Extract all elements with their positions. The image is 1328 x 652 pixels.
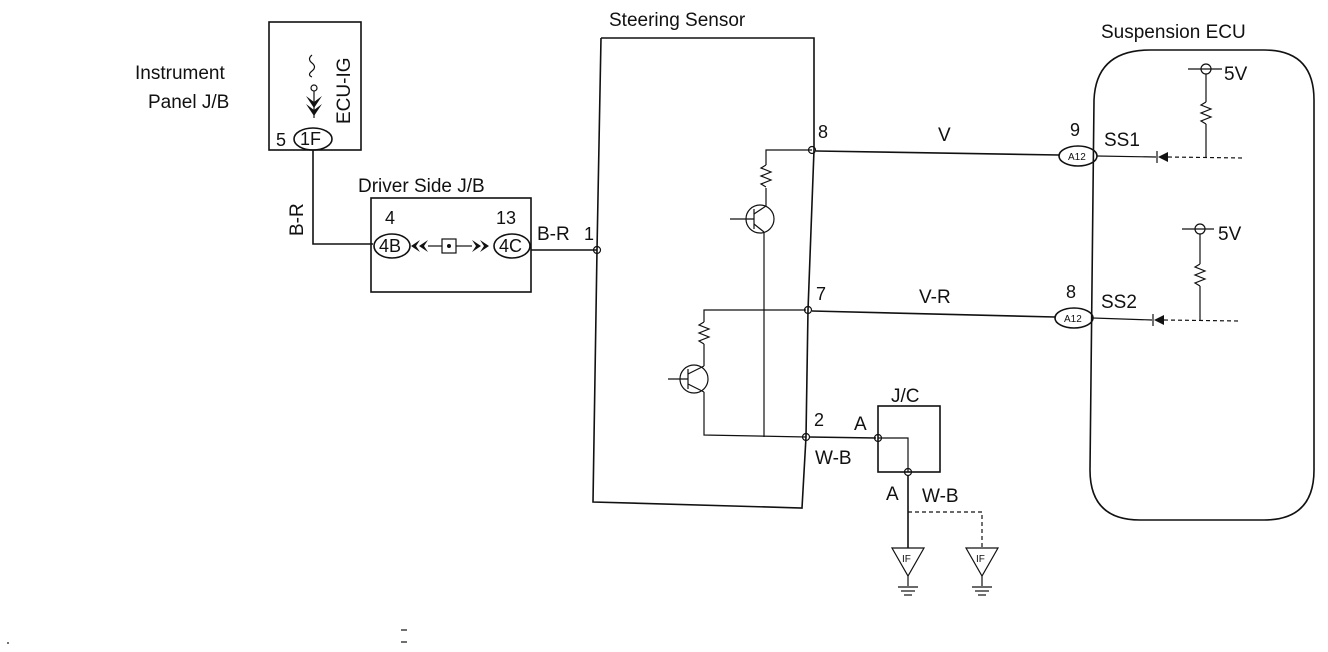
ecu-signal-ss1: SS1 — [1104, 130, 1140, 151]
wire-gnd-branch — [908, 511, 983, 548]
junction-connector: J/C A A — [854, 386, 941, 505]
ecu-supply-5v-2: 5V — [1218, 224, 1242, 245]
connector-4c — [493, 233, 531, 259]
ecu-connector-ss2-label: A12 — [1064, 314, 1082, 325]
wire-ss2 — [811, 310, 1056, 318]
instrument-panel-jb-label-line1: Instrument — [135, 63, 225, 84]
ecu-connector-ss1-label: A12 — [1068, 152, 1086, 163]
jc-label: J/C — [891, 386, 920, 407]
jc-box — [877, 405, 941, 473]
steering-sensor: Steering Sensor 1 — [584, 10, 828, 509]
pullup-1-icon — [1188, 63, 1222, 158]
sensor-pin-1: 1 — [584, 224, 594, 244]
ecu-signal-ss2: SS2 — [1101, 292, 1137, 313]
connector-4c-label: 4C — [499, 236, 522, 256]
ecu-ig-fuse-label: ECU-IG — [334, 58, 355, 125]
steering-sensor-box-top — [601, 37, 815, 150]
ecu-ss2-input — [1092, 317, 1153, 321]
diode-ss2-icon — [1152, 314, 1164, 326]
instrument-panel-jb: Instrument Panel J/B ECU-IG 5 1F — [135, 21, 362, 151]
diode-ss1-icon — [1156, 151, 1168, 163]
ecu-pin-9: 9 — [1070, 120, 1080, 140]
pullup-2-icon — [1182, 223, 1214, 320]
transistor-2-icon — [668, 309, 807, 438]
suspension-ecu: Suspension ECU 9 A12 SS1 5V 8 A12 SS2 — [1054, 22, 1315, 521]
wire-ss1 — [815, 150, 1060, 156]
transistor-1-icon — [730, 149, 812, 437]
fuse-icon — [306, 54, 322, 118]
steering-sensor-box-side — [592, 37, 807, 509]
driver-side-jb-label: Driver Side J/B — [358, 176, 485, 197]
wire-gnd-in-label: W-B — [815, 448, 852, 469]
connector-4b-label: 4B — [379, 236, 401, 256]
driver-jb-pin-4: 4 — [385, 208, 395, 228]
instrument-panel-pin-5: 5 — [276, 130, 286, 150]
suspension-ecu-box — [1089, 49, 1315, 521]
driver-jb-pin-13: 13 — [496, 208, 516, 228]
jc-internal-link — [878, 437, 909, 472]
suspension-ecu-label: Suspension ECU — [1101, 22, 1246, 43]
sensor-terminal-1 — [592, 245, 602, 255]
ground-2-icon: IF — [964, 547, 1000, 596]
jc-pin-out: A — [886, 484, 899, 505]
sensor-pin-7: 7 — [816, 284, 826, 304]
ground-2-label: IF — [976, 554, 985, 565]
wire-gnd-in — [808, 436, 877, 439]
sensor-right-wall-lower — [805, 309, 809, 438]
jc-pin-in: A — [854, 414, 867, 435]
ecu-supply-5v-1: 5V — [1224, 64, 1248, 85]
jb-fuse-link-icon — [411, 238, 489, 254]
wire-ig-to-jb — [312, 150, 373, 245]
driver-side-jb: Driver Side J/B 4 4B 13 4C — [358, 176, 532, 293]
sensor-terminal-8 — [807, 145, 817, 155]
sensor-right-wall-upper — [807, 149, 815, 311]
connector-1f-label: 1F — [300, 129, 321, 149]
sensor-pin-2: 2 — [814, 410, 824, 430]
ecu-ss2-internal — [1163, 319, 1241, 322]
wire-gnd-out-label: W-B — [922, 486, 959, 507]
sensor-pin-8: 8 — [818, 122, 828, 142]
wire-ss1-label: V — [938, 125, 951, 146]
sensor-terminal-7 — [803, 305, 813, 315]
ground-1-label: IF — [902, 554, 911, 565]
connector-4b — [373, 233, 411, 259]
speck-mark — [7, 642, 9, 644]
ecu-ss1-input — [1096, 155, 1157, 158]
steering-sensor-label: Steering Sensor — [609, 10, 746, 31]
wire-ss2-label: V-R — [919, 287, 951, 308]
instrument-panel-jb-label-line2: Panel J/B — [148, 92, 229, 113]
wire-jb-to-sensor-label: B-R — [537, 224, 570, 245]
wire-ig-to-jb-label: B-R — [287, 203, 308, 236]
ecu-pin-8: 8 — [1066, 282, 1076, 302]
ground-1-icon: IF — [890, 547, 926, 596]
driver-side-jb-box — [370, 197, 532, 293]
